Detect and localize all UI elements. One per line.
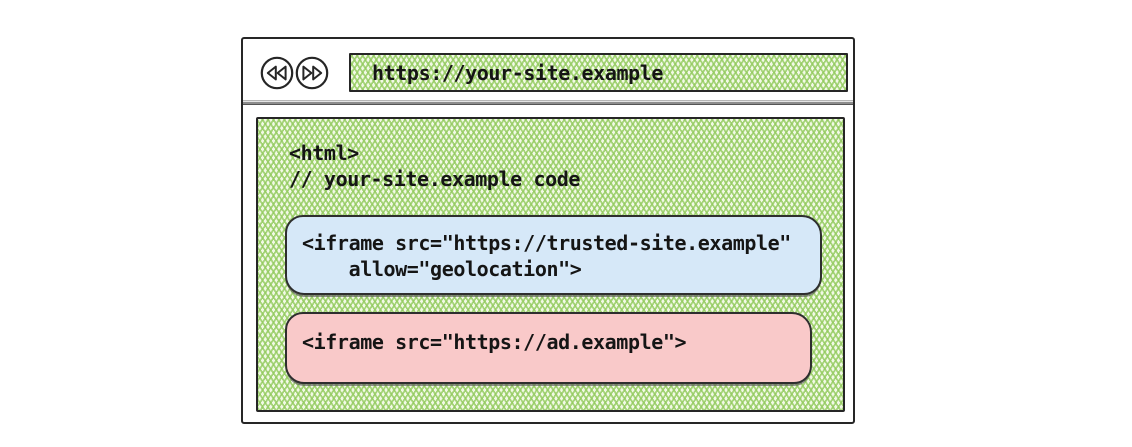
trusted-iframe-code-line-1: <iframe src="https://trusted-site.exampl… — [302, 231, 791, 255]
ad-iframe-box: <iframe src="https://ad.example"> — [285, 312, 812, 384]
address-url: https://your-site.example — [372, 60, 664, 85]
page-code: <html> // your-site.example code — [289, 140, 580, 192]
back-button[interactable] — [260, 56, 294, 90]
address-bar[interactable]: https://your-site.example — [349, 53, 848, 92]
trusted-iframe-box: <iframe src="https://trusted-site.exampl… — [285, 215, 822, 295]
code-line-comment: // your-site.example code — [289, 167, 581, 191]
rewind-icon — [260, 56, 294, 90]
toolbar-separator — [243, 100, 853, 105]
fast-forward-icon — [295, 56, 329, 90]
trusted-iframe-code-line-2: allow="geolocation"> — [302, 257, 582, 281]
browser-window: https://your-site.example <html> // your… — [241, 37, 855, 424]
ad-iframe-code-line: <iframe src="https://ad.example"> — [302, 330, 687, 354]
forward-button[interactable] — [295, 56, 329, 90]
page-content: <html> // your-site.example code <iframe… — [256, 117, 845, 412]
code-line-html: <html> — [289, 141, 359, 165]
